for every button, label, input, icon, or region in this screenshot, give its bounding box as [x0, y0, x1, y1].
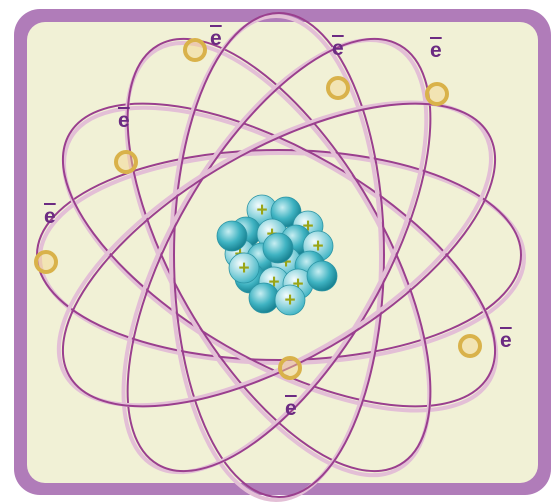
neutron	[249, 283, 279, 313]
electron	[116, 152, 136, 172]
neutron	[307, 261, 337, 291]
proton-plus-sign: +	[284, 290, 295, 311]
electron	[185, 40, 205, 60]
electron	[36, 252, 56, 272]
electron	[328, 78, 348, 98]
proton-plus-sign: +	[256, 200, 267, 221]
electron-label: e	[500, 330, 512, 351]
electron-label: e	[118, 110, 130, 131]
electron-label: e	[285, 398, 297, 419]
electron-label: e	[44, 206, 56, 227]
electron	[280, 358, 300, 378]
proton-plus-sign: +	[238, 258, 249, 279]
electron-label: e	[210, 28, 222, 49]
electron-label: e	[332, 38, 344, 59]
electron	[427, 84, 447, 104]
electron-label: e	[430, 40, 442, 61]
neutron	[263, 233, 293, 263]
neutron	[217, 221, 247, 251]
electron	[460, 336, 480, 356]
